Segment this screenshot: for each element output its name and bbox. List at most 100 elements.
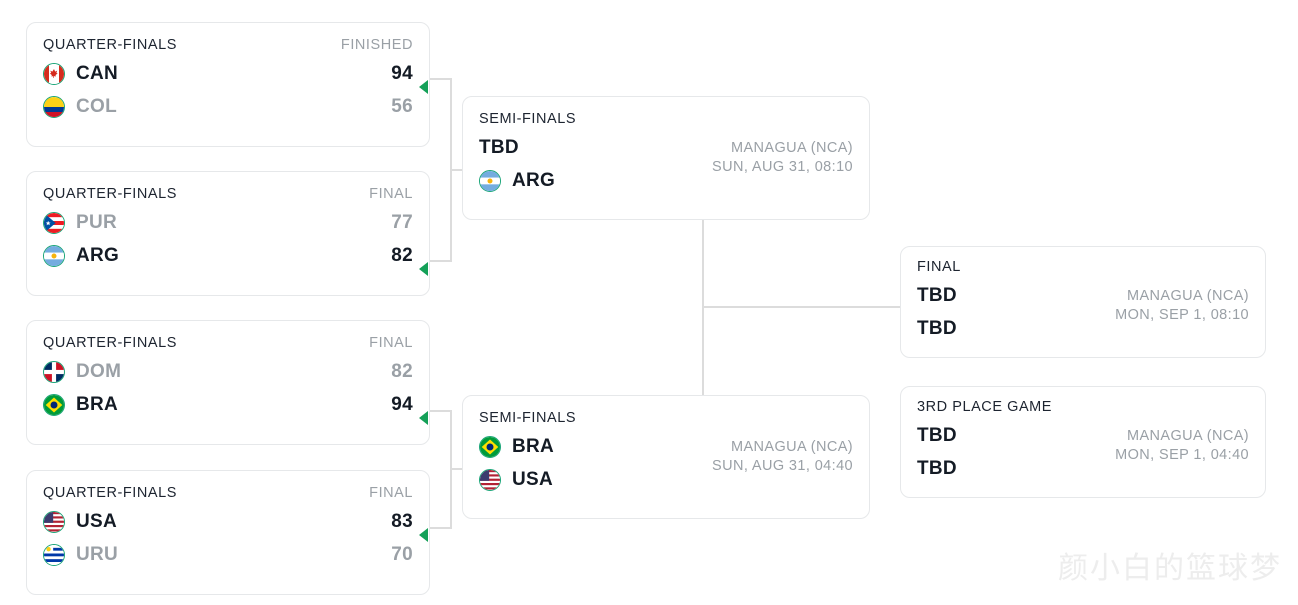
brazil-flag [479, 435, 501, 458]
venue-datetime: MON, SEP 1, 08:10 [1115, 307, 1249, 324]
connector-sf2-in [450, 468, 464, 470]
team-code: CAN [76, 62, 119, 84]
table-row[interactable]: CAN 94 [43, 57, 413, 90]
team-rows: PUR 77 ARG 82 [43, 206, 413, 272]
round-label: QUARTER-FINALS [43, 485, 177, 501]
team-score: 56 [391, 95, 413, 117]
table-row[interactable]: DOM 82 [43, 355, 413, 388]
team-code: USA [76, 510, 118, 532]
table-row[interactable]: TBD [917, 419, 1249, 452]
match-card-third-place[interactable]: 3RD PLACE GAME TBD TBD MANAGUA (NCA) MON… [900, 386, 1266, 498]
match-card-qf4[interactable]: QUARTER-FINALS FINAL USA 83 URU 70 [26, 470, 430, 595]
canada-flag [43, 62, 65, 85]
connector-final-in [702, 306, 900, 308]
round-label: FINAL [917, 259, 961, 275]
table-row[interactable]: USA 83 [43, 505, 413, 538]
table-row[interactable]: BRA 94 [43, 388, 413, 421]
match-card-sf2[interactable]: SEMI-FINALS BRA USA MANAGUA (NCA) SUN, A… [462, 395, 870, 519]
team-score: 94 [391, 393, 413, 415]
table-row[interactable]: COL 56 [43, 90, 413, 123]
team-rows: BRA USA [479, 430, 853, 496]
team-rows: TBD ARG [479, 131, 853, 197]
team-code: USA [512, 468, 554, 490]
winner-arrow-icon [419, 411, 428, 425]
status-badge: FINAL [369, 335, 413, 351]
match-card-qf3[interactable]: QUARTER-FINALS FINAL DOM 82 BRA 94 [26, 320, 430, 445]
argentina-flag [43, 244, 65, 267]
team-code: TBD [479, 136, 519, 158]
usa-flag [479, 468, 501, 491]
table-row[interactable]: ARG [479, 164, 853, 197]
match-card-qf1[interactable]: QUARTER-FINALS FINISHED CAN 94 COL 56 [26, 22, 430, 147]
team-code: TBD [917, 317, 957, 339]
card-header: 3RD PLACE GAME [917, 399, 1249, 415]
uruguay-flag [43, 543, 65, 566]
team-score: 94 [391, 62, 413, 84]
match-card-sf1[interactable]: SEMI-FINALS TBD ARG MANAGUA (NCA) SUN, A… [462, 96, 870, 220]
watermark: 颜小白的篮球梦 [1058, 551, 1282, 586]
puerto-rico-flag [43, 211, 65, 234]
connector-qf2-out [430, 260, 452, 262]
team-code: ARG [512, 169, 556, 191]
connector-qf3-out [430, 410, 452, 412]
table-row[interactable]: USA [479, 463, 853, 496]
winner-arrow-icon [419, 80, 428, 94]
status-badge: FINAL [369, 186, 413, 202]
round-label: QUARTER-FINALS [43, 186, 177, 202]
venue-city: MANAGUA (NCA) [1126, 428, 1249, 445]
table-row[interactable]: TBD [917, 279, 1249, 312]
team-score: 77 [391, 211, 413, 233]
table-row[interactable]: ARG 82 [43, 239, 413, 272]
connector-qf4-out [430, 527, 452, 529]
table-row[interactable]: PUR 77 [43, 206, 413, 239]
table-row[interactable]: BRA [479, 430, 853, 463]
venue-city: MANAGUA (NCA) [730, 439, 853, 455]
round-label: QUARTER-FINALS [43, 335, 177, 351]
dominican-republic-flag [43, 360, 65, 383]
winner-arrow-icon [419, 528, 428, 542]
team-code: COL [76, 95, 118, 117]
round-label: SEMI-FINALS [479, 410, 577, 426]
team-rows: DOM 82 BRA 94 [43, 355, 413, 421]
team-code: DOM [76, 360, 122, 382]
connector-qf1-out [430, 78, 452, 80]
venue-info: MANAGUA (NCA) SUN, AUG 31, 04:40 [712, 438, 853, 476]
match-card-qf2[interactable]: QUARTER-FINALS FINAL PUR 77 ARG 82 [26, 171, 430, 296]
table-row[interactable]: URU 70 [43, 538, 413, 571]
venue-info: MANAGUA (NCA) SUN, AUG 31, 08:10 [712, 139, 853, 177]
team-score: 82 [391, 244, 413, 266]
team-rows: TBD TBD [917, 419, 1249, 485]
brazil-flag [43, 393, 65, 416]
team-code: TBD [917, 457, 957, 479]
team-code: ARG [76, 244, 120, 266]
team-code: BRA [76, 393, 119, 415]
venue-datetime: SUN, AUG 31, 04:40 [712, 458, 853, 474]
team-score: 82 [391, 360, 413, 382]
card-header: SEMI-FINALS [479, 111, 853, 127]
venue-info: MANAGUA (NCA) MON, SEP 1, 04:40 [1115, 427, 1249, 465]
venue-city: MANAGUA (NCA) [730, 140, 853, 156]
team-code: TBD [917, 284, 957, 306]
card-header: QUARTER-FINALS FINAL [43, 335, 413, 351]
usa-flag [43, 510, 65, 533]
table-row[interactable]: TBD [917, 452, 1249, 485]
colombia-flag [43, 95, 65, 118]
team-score: 70 [391, 543, 413, 565]
card-header: FINAL [917, 259, 1249, 275]
team-rows: USA 83 URU 70 [43, 505, 413, 571]
table-row[interactable]: TBD [917, 312, 1249, 345]
venue-datetime: MON, SEP 1, 04:40 [1115, 447, 1249, 464]
connector-sf1-in [450, 169, 464, 171]
team-score: 83 [391, 510, 413, 532]
winner-arrow-icon [419, 262, 428, 276]
table-row[interactable]: TBD [479, 131, 853, 164]
team-code: TBD [917, 424, 957, 446]
team-code: URU [76, 543, 119, 565]
card-header: SEMI-FINALS [479, 410, 853, 426]
team-code: PUR [76, 211, 118, 233]
status-badge: FINAL [369, 485, 413, 501]
match-card-final[interactable]: FINAL TBD TBD MANAGUA (NCA) MON, SEP 1, … [900, 246, 1266, 358]
argentina-flag [479, 169, 501, 192]
card-header: QUARTER-FINALS FINAL [43, 186, 413, 202]
